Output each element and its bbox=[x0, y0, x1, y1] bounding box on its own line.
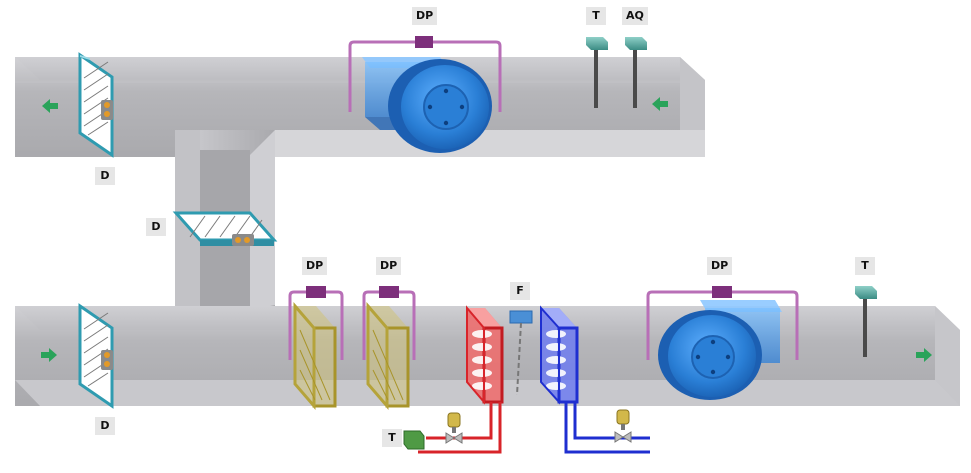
cooling-pipes bbox=[564, 402, 650, 454]
frost-sensor bbox=[509, 310, 533, 396]
pressure-sensor-icon bbox=[306, 286, 326, 298]
heating-temp-label: T bbox=[382, 429, 402, 447]
valve-icon bbox=[614, 409, 632, 443]
return-aq-label: AQ bbox=[622, 7, 648, 25]
return-temp-label: T bbox=[586, 7, 606, 25]
return-fan bbox=[362, 57, 492, 153]
filter1-dp-label: DP bbox=[302, 257, 328, 275]
return-temp-sensor bbox=[586, 37, 608, 108]
mixing-damper bbox=[172, 211, 278, 246]
exhaust-damper bbox=[78, 52, 114, 158]
cooling-coil bbox=[540, 305, 579, 405]
supply-fan-pressure-tube bbox=[646, 290, 799, 360]
filter-2-pressure-tube bbox=[362, 290, 416, 360]
filter-1-pressure-tube bbox=[288, 290, 344, 360]
pressure-sensor-icon bbox=[712, 286, 732, 298]
supply-temp-label: T bbox=[855, 257, 875, 275]
flow-arrow-icon bbox=[42, 99, 58, 113]
pressure-sensor-icon bbox=[379, 286, 399, 298]
return-fan-pressure-tube bbox=[348, 40, 502, 112]
intake-damper bbox=[78, 303, 114, 409]
pressure-sensor-icon bbox=[415, 36, 433, 48]
return-fan-dp-label: DP bbox=[412, 7, 438, 25]
return-aq-sensor bbox=[625, 37, 647, 108]
return-duct bbox=[15, 57, 705, 157]
exhaust-damper-label: D bbox=[95, 167, 115, 185]
filter-1 bbox=[293, 301, 337, 411]
flow-arrow-icon bbox=[41, 348, 57, 362]
valve-icon bbox=[445, 412, 463, 444]
supply-temp-sensor bbox=[855, 286, 877, 357]
filter2-dp-label: DP bbox=[376, 257, 402, 275]
frost-label: F bbox=[510, 282, 530, 300]
flow-arrow-icon bbox=[916, 348, 932, 362]
heating-coil bbox=[466, 305, 504, 405]
damper-actuator-icon bbox=[232, 234, 254, 246]
intake-damper-label: D bbox=[95, 417, 115, 435]
supply-fan-dp-label: DP bbox=[707, 257, 733, 275]
flow-arrow-icon bbox=[652, 97, 668, 111]
mixing-damper-label: D bbox=[146, 218, 166, 236]
supply-fan bbox=[658, 300, 782, 400]
filter-2 bbox=[366, 301, 410, 411]
mixing-duct bbox=[175, 130, 275, 330]
heating-temp-sensor bbox=[403, 430, 425, 450]
